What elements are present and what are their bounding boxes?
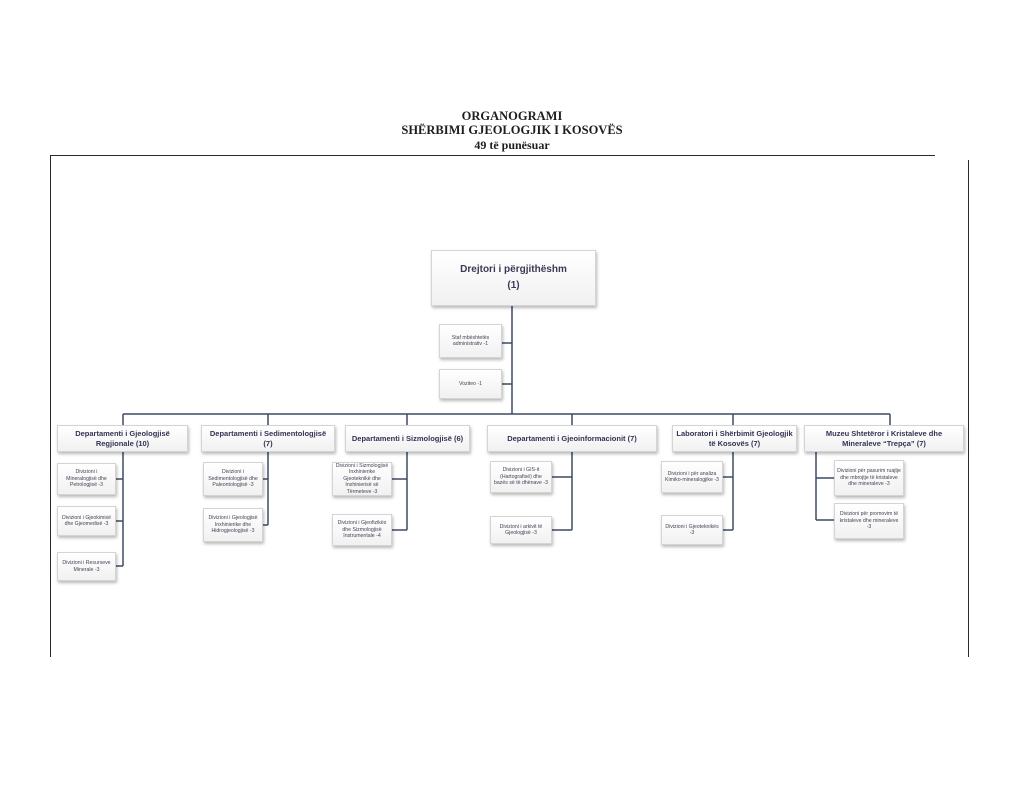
director-box: Drejtori i përgjithëshm (1) xyxy=(431,250,596,306)
division-box: Divizioni i arkivit të Gjeologjisë -3 xyxy=(490,516,552,544)
frame-right-border xyxy=(968,160,969,657)
division-box: Divizioni i GIS-it (Hartografisë) dhe ba… xyxy=(490,461,552,493)
frame-top-border xyxy=(50,155,935,156)
support-staff-box: Staf mbështetës administrativ -1 xyxy=(439,324,502,358)
frame-left-border xyxy=(50,155,51,657)
staff-count: 49 të punësuar xyxy=(474,138,550,152)
director-title: Drejtori i përgjithëshm xyxy=(460,263,567,275)
department-box: Departamenti i Sedimentologjisë (7) xyxy=(201,425,335,452)
diagram-title: ORGANOGRAMI xyxy=(461,109,563,123)
organization-name: SHËRBIMI GJEOLOGJIK I KOSOVËS xyxy=(401,123,623,137)
division-box: Divizioni për pasurim ruajtje dhe mbrojt… xyxy=(834,460,904,496)
division-box: Divizioni i Gjeofizikës dhe Sizmologjisë… xyxy=(332,514,392,546)
department-box: Departamenti i Gjeologjisë Regjionale (1… xyxy=(57,425,188,452)
driver-box: Voziteo -1 xyxy=(439,369,502,399)
department-box: Departamenti i Sizmologjisë (6) xyxy=(345,425,470,452)
division-box: Divizioni i Gjeologjisë Inxhinierike dhe… xyxy=(203,508,263,542)
division-box: Divizioni i Sedimentologjisë dhe Paleont… xyxy=(203,462,263,496)
department-box: Muzeu Shtetëror i Kristaleve dhe Mineral… xyxy=(804,425,964,452)
director-count: (1) xyxy=(507,280,520,291)
division-box: Divizioni i për analiza Kimiko-mineralog… xyxy=(661,461,723,493)
division-box: Divizioni për promovim të kristaleve dhe… xyxy=(834,503,904,539)
department-box: Laboratori i Shërbimit Gjeologjik të Kos… xyxy=(672,425,797,452)
division-box: Divizioni i Mineralogjisë dhe Petrologji… xyxy=(57,463,116,495)
department-box: Departamenti i Gjeoinformacionit (7) xyxy=(487,425,657,452)
division-box: Divizioni i Sizmologjisë Inxhinierike Gj… xyxy=(332,462,392,496)
division-box: Divizioni i Resurseve Minerale -3 xyxy=(57,552,116,581)
division-box: Divizioni i Gjeoteknikës -3 xyxy=(661,515,723,545)
division-box: Divizioni i Gjeokimisë dhe Gjeomedisë -3 xyxy=(57,506,116,536)
